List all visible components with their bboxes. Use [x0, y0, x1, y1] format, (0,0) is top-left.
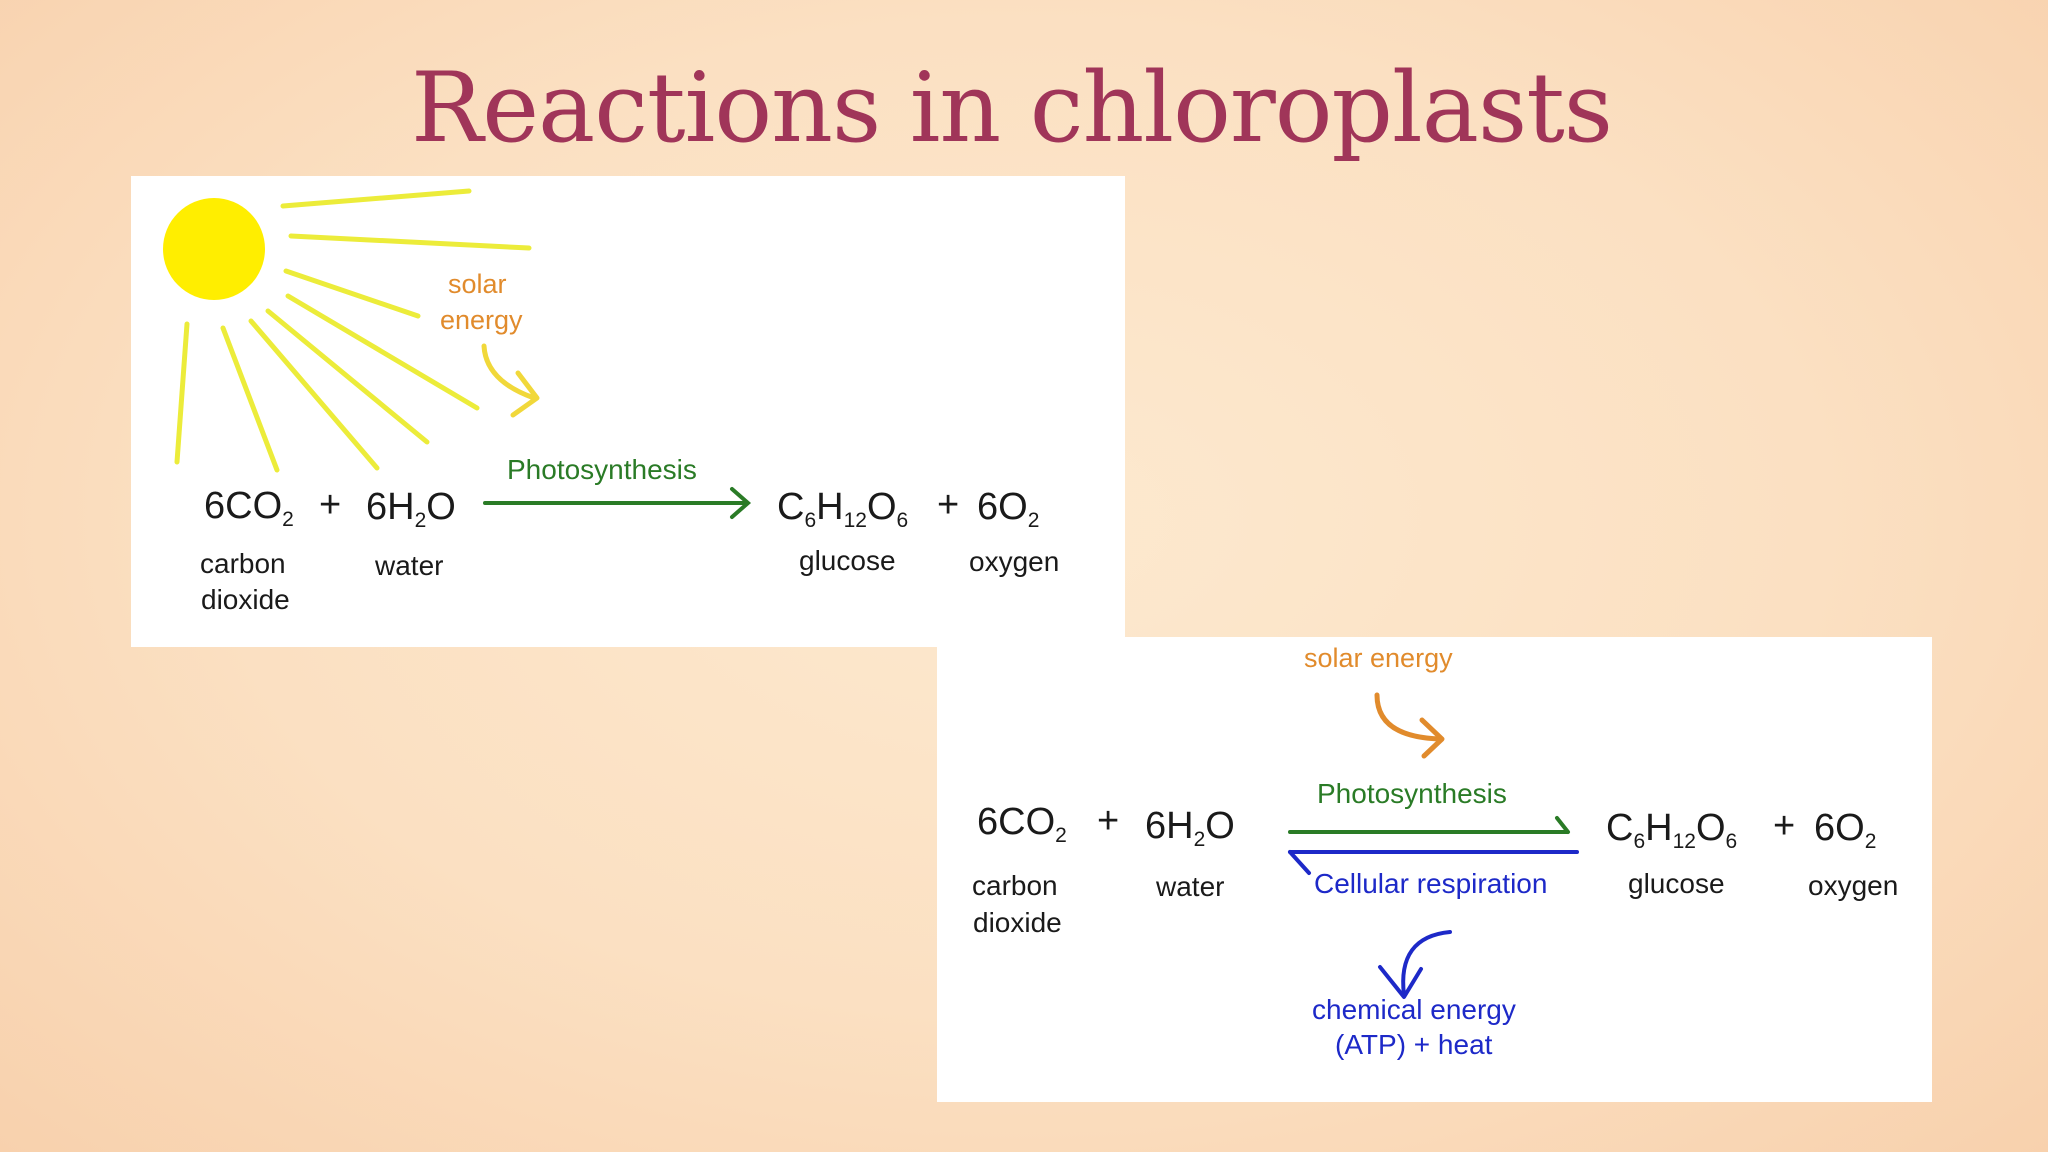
chemical-energy-arrow-icon — [1378, 930, 1452, 999]
formula-h2o: 6H2O — [366, 486, 456, 532]
reverse-arrow-icon — [1288, 850, 1579, 875]
formula-co2: 6CO2 — [204, 485, 294, 531]
sun-graphic — [163, 188, 752, 519]
slide-title: Reactions in chloroplasts — [410, 52, 1613, 164]
label-carbon: carbon — [972, 870, 1058, 901]
label-oxygen: oxygen — [969, 546, 1060, 577]
formula-o2: 6O2 — [1814, 807, 1877, 853]
photosynthesis-label: Photosynthesis — [507, 454, 697, 485]
forward-arrow-icon — [1288, 816, 1570, 834]
photosynthesis-respiration-diagram: solar energy Photosynthesis Cellular res… — [937, 637, 1932, 1102]
solar-energy-arrow-icon — [1374, 692, 1445, 759]
plus-sign: + — [937, 484, 960, 526]
photosynthesis-label: Photosynthesis — [1317, 778, 1507, 809]
atp-heat-label: (ATP) + heat — [1335, 1029, 1493, 1060]
sun-icon — [163, 198, 265, 300]
plus-sign: + — [1097, 800, 1120, 842]
label-water: water — [1156, 871, 1225, 902]
formula-co2: 6CO2 — [977, 801, 1067, 847]
solar-label-line2: energy — [440, 305, 523, 335]
plus-sign: + — [319, 484, 342, 526]
formula-h2o: 6H2O — [1145, 805, 1235, 851]
label-oxygen: oxygen — [1808, 870, 1899, 901]
label-water: water — [375, 550, 444, 581]
chemical-energy-label: chemical energy — [1312, 994, 1516, 1025]
solar-label-line1: solar — [448, 269, 507, 299]
label-glucose: glucose — [799, 545, 896, 576]
solar-energy-arrow-icon — [481, 343, 540, 418]
plus-sign: + — [1773, 805, 1796, 847]
solar-energy-label: solar energy — [1304, 643, 1453, 673]
sun-rays — [174, 188, 532, 473]
formula-glucose: C6H12O6 — [777, 486, 909, 532]
label-dioxide: dioxide — [973, 907, 1062, 938]
reaction-arrows — [1288, 692, 1579, 999]
label-dioxide: dioxide — [201, 584, 290, 615]
label-carbon: carbon — [200, 548, 286, 579]
formula-o2: 6O2 — [977, 486, 1040, 532]
formula-glucose: C6H12O6 — [1606, 807, 1738, 853]
label-glucose: glucose — [1628, 868, 1725, 899]
photosynthesis-arrow-icon — [483, 487, 752, 519]
photosynthesis-diagram: solar energy Photosynthesis 6CO2 + 6H2O … — [131, 176, 1125, 647]
cellular-respiration-label: Cellular respiration — [1314, 868, 1548, 899]
